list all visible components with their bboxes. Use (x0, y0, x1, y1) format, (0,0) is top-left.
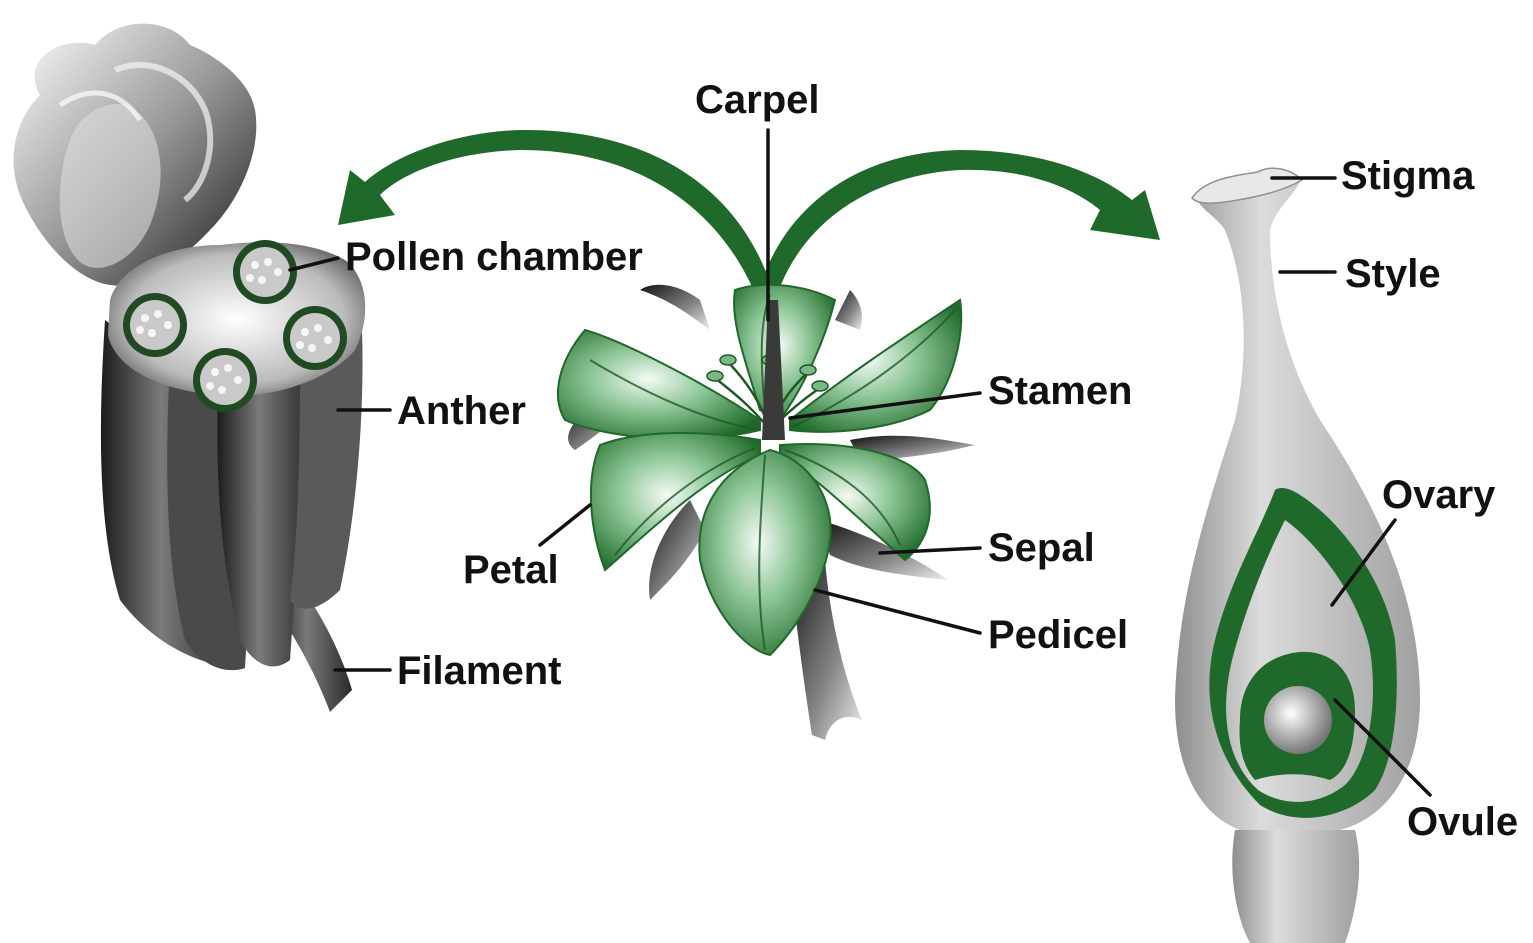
anther-illustration (101, 240, 365, 712)
label-pedicel: Pedicel (988, 613, 1128, 657)
label-petal: Petal (463, 548, 559, 592)
label-carpel: Carpel (695, 78, 820, 122)
pollen-sac (193, 348, 257, 412)
pollen-sac (233, 240, 297, 304)
flower-illustration (558, 285, 975, 740)
label-style: Style (1345, 252, 1441, 296)
label-ovule: Ovule (1407, 800, 1518, 844)
label-pollen-chamber: Pollen chamber (345, 235, 643, 279)
pollen-sac (283, 306, 347, 370)
label-filament: Filament (397, 649, 561, 693)
label-stamen: Stamen (988, 369, 1133, 413)
label-anther: Anther (397, 389, 526, 433)
label-ovary: Ovary (1382, 473, 1496, 517)
curved-arrow-left (338, 130, 780, 320)
label-sepal: Sepal (988, 526, 1095, 570)
label-stigma: Stigma (1341, 154, 1475, 198)
pollen-sac (123, 293, 187, 357)
